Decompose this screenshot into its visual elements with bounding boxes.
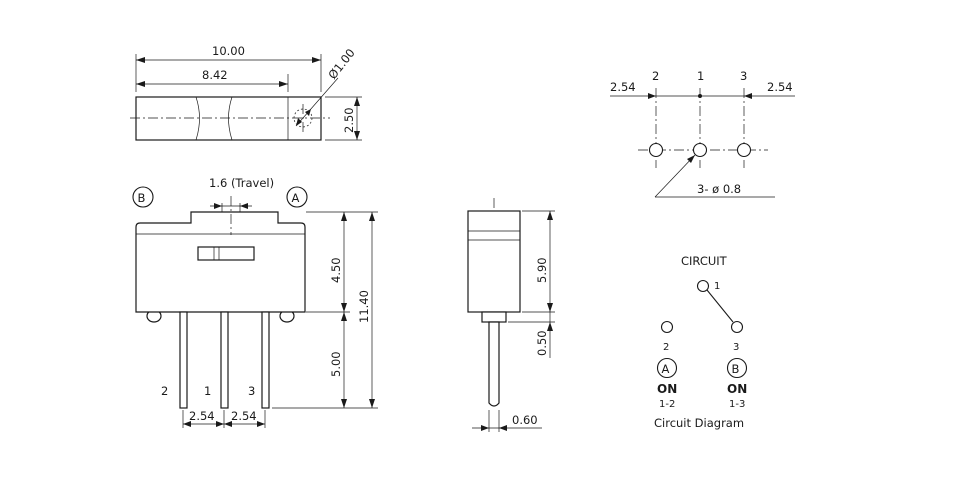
top-view-dim-width: 2.50 (342, 107, 356, 133)
side-view-pin (488, 321, 500, 407)
pcb-hole-3 (736, 142, 752, 158)
circuit-state-a-pins: 1-2 (659, 399, 675, 410)
front-view-marker-right: A (292, 191, 300, 205)
side-view-dim-standoff: 0.50 (535, 330, 549, 356)
dim-arrow (341, 212, 347, 221)
front-view-marker-left: B (138, 191, 146, 205)
front-view-pin-label-3: 3 (248, 384, 255, 398)
pcb-hole-note: 3- ø 0.8 (697, 182, 741, 196)
dim-arrow (240, 203, 248, 209)
pcb-center-dot (698, 94, 702, 98)
dim-arrow (341, 312, 347, 321)
front-view-window (197, 246, 255, 261)
side-view-standoff (481, 311, 507, 323)
circuit-marker-b: B (732, 362, 740, 376)
pcb-hole-1 (692, 142, 708, 158)
pcb-hole-leader (654, 154, 696, 198)
dim-arrow (354, 97, 360, 106)
top-view-hole (293, 108, 313, 128)
pcb-dim-left: 2.54 (610, 80, 636, 94)
front-view-pin-1 (220, 311, 229, 409)
front-view: B A 1.6 (Travel) 2 1 3 (132, 176, 378, 428)
side-view-body (467, 210, 521, 313)
dim-arrow (499, 425, 507, 431)
pcb-pin-label-2: 2 (652, 69, 659, 83)
circuit-marker-b-circle (726, 357, 748, 379)
pcb-dim-right: 2.54 (767, 80, 793, 94)
circuit-pin-common: 1 (714, 281, 720, 292)
circuit-marker-a: A (662, 362, 670, 376)
front-view-dim-total-height: 11.40 (357, 290, 371, 323)
dim-arrow (214, 203, 222, 209)
dim-arrow (257, 421, 265, 427)
circuit-terminal-1 (696, 279, 710, 293)
front-view-pin-2 (179, 311, 188, 409)
dim-arrow (224, 421, 232, 427)
pcb-pin-label-1: 1 (697, 69, 704, 83)
top-view-dim-length-body: 8.42 (202, 68, 228, 82)
dim-arrow (341, 303, 347, 312)
dim-arrow (369, 212, 375, 221)
circuit-pin-a: 2 (663, 342, 669, 353)
circuit-state-b: ON (727, 382, 747, 396)
dim-arrow (183, 421, 191, 427)
circuit-pin-b: 3 (733, 342, 739, 353)
dim-arrow (369, 399, 375, 408)
top-view-dia-arrow-b (305, 109, 311, 116)
dim-arrow (136, 57, 145, 63)
dim-arrow (279, 81, 288, 87)
circuit-marker-a-circle (656, 357, 678, 379)
circuit-state-b-pins: 1-3 (729, 399, 745, 410)
circuit-terminal-3 (730, 320, 744, 334)
front-view-pin-3 (261, 311, 270, 409)
top-view: Ø1.00 10.00 8.42 2.50 (130, 44, 362, 141)
front-view-dim-pitch-right: 2.54 (231, 409, 257, 423)
front-view-travel-label: 1.6 (Travel) (209, 176, 274, 190)
front-view-body (135, 211, 306, 313)
top-view-dia-leader (295, 77, 339, 127)
circuit-state-a: ON (657, 382, 677, 396)
top-view-dim-length-overall: 10.00 (212, 44, 245, 58)
side-view-dim-height: 5.90 (535, 257, 549, 283)
dim-arrow (341, 399, 347, 408)
dim-arrow (648, 93, 656, 99)
circuit-diagram: CIRCUIT 1 2 3 A B ON 1-2 ON 1-3 Circuit … (654, 254, 747, 430)
marker-a-circle (286, 186, 308, 208)
front-view-pin-label-2: 2 (161, 384, 168, 398)
front-view-dim-pin-length: 5.00 (329, 351, 343, 377)
circuit-title: CIRCUIT (681, 254, 728, 268)
side-view-dim-pin-width: 0.60 (512, 413, 538, 427)
top-view-slide-edge-left (195, 96, 200, 141)
pcb-hole-2 (648, 142, 664, 158)
dim-arrow (481, 425, 489, 431)
top-view-dia-arrow-a (296, 118, 302, 126)
circuit-terminal-2 (660, 320, 674, 334)
front-view-dim-pitch-left: 2.54 (189, 409, 215, 423)
dim-arrow (216, 421, 224, 427)
side-view: 5.90 0.50 0.60 (467, 198, 555, 432)
dim-arrow (547, 322, 553, 331)
dim-arrow (136, 81, 145, 87)
dim-arrow (547, 303, 553, 312)
circuit-caption: Circuit Diagram (654, 416, 744, 430)
top-view-dim-hole-dia: Ø1.00 (325, 46, 357, 82)
pcb-pin-label-3: 3 (740, 69, 747, 83)
circuit-switch-lever (706, 289, 734, 323)
dim-arrow (744, 93, 752, 99)
marker-b-circle (132, 186, 154, 208)
dim-arrow (687, 155, 695, 163)
pcb-layout: 2 1 3 2.54 2.54 3- ø 0.8 (610, 69, 795, 198)
dim-arrow (354, 131, 360, 140)
dim-arrow (312, 57, 321, 63)
front-view-pin-label-1: 1 (204, 384, 211, 398)
front-view-dim-body-height: 4.50 (329, 257, 343, 283)
dim-arrow (547, 211, 553, 220)
